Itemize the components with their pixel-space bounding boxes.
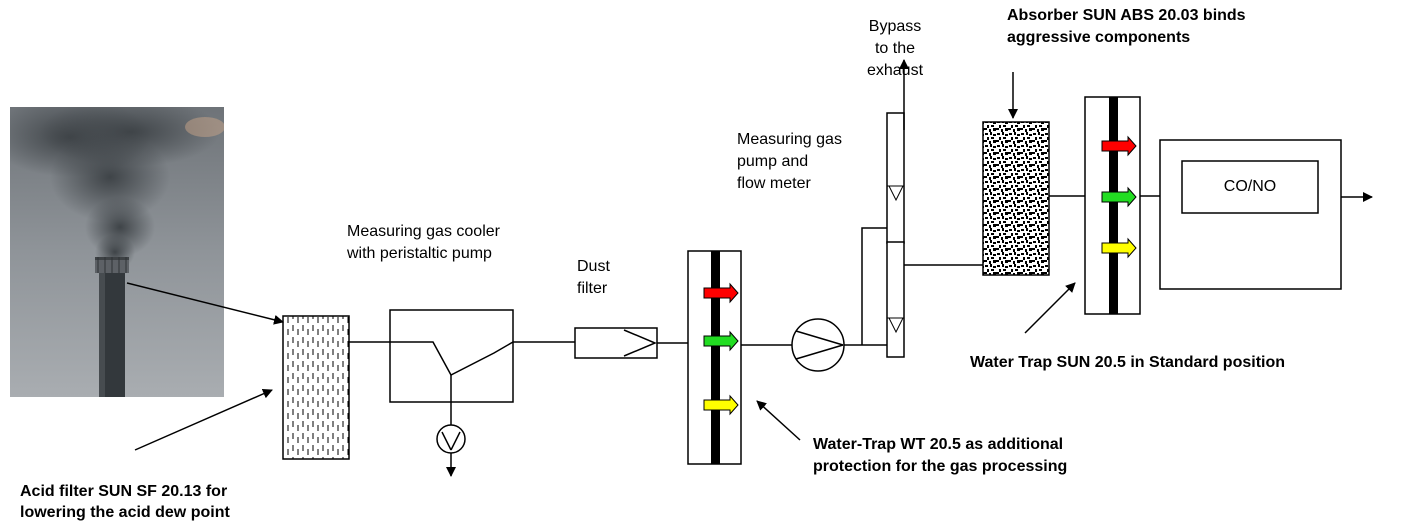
water-trap-additional-label-line2: protection for the gas processing <box>813 456 1067 478</box>
acid-filter-label-line2: lowering the acid dew point <box>20 502 230 524</box>
main-flow-meter <box>887 242 904 357</box>
bypass-label-line3: exhaust <box>857 60 933 82</box>
cooler-label-line1: Measuring gas cooler <box>347 221 500 243</box>
acid-filter-box <box>283 316 349 459</box>
dust-filter-label-line1: Dust <box>577 256 610 278</box>
chimney-to-filter-arrow <box>127 283 283 322</box>
water-trap-additional-label-line1: Water-Trap WT 20.5 as additional <box>813 434 1063 456</box>
bypass-flow-meter <box>887 113 904 243</box>
analyzer-label: CO/NO <box>1182 176 1318 198</box>
cooler-label-line2: with peristaltic pump <box>347 243 492 265</box>
absorber-box <box>983 122 1049 275</box>
pump-label-line2: pump and <box>737 151 808 173</box>
pump-label-line3: flow meter <box>737 173 811 195</box>
water-trap-standard-label: Water Trap SUN 20.5 in Standard position <box>970 352 1285 374</box>
bypass-label-line2: to the <box>865 38 925 60</box>
acid-filter-label-arrow <box>135 390 272 450</box>
absorber-label-line1: Absorber SUN ABS 20.03 binds <box>1007 5 1246 27</box>
dust-filter-box <box>575 328 657 358</box>
dust-filter-label-line2: filter <box>577 278 607 300</box>
acid-filter-label-line1: Acid filter SUN SF 20.13 for <box>20 481 227 503</box>
measuring-gas-pump <box>792 319 844 371</box>
pump-label-line1: Measuring gas <box>737 129 842 151</box>
absorber-label-line2: aggressive components <box>1007 27 1190 49</box>
bypass-label-line1: Bypass <box>865 16 925 38</box>
